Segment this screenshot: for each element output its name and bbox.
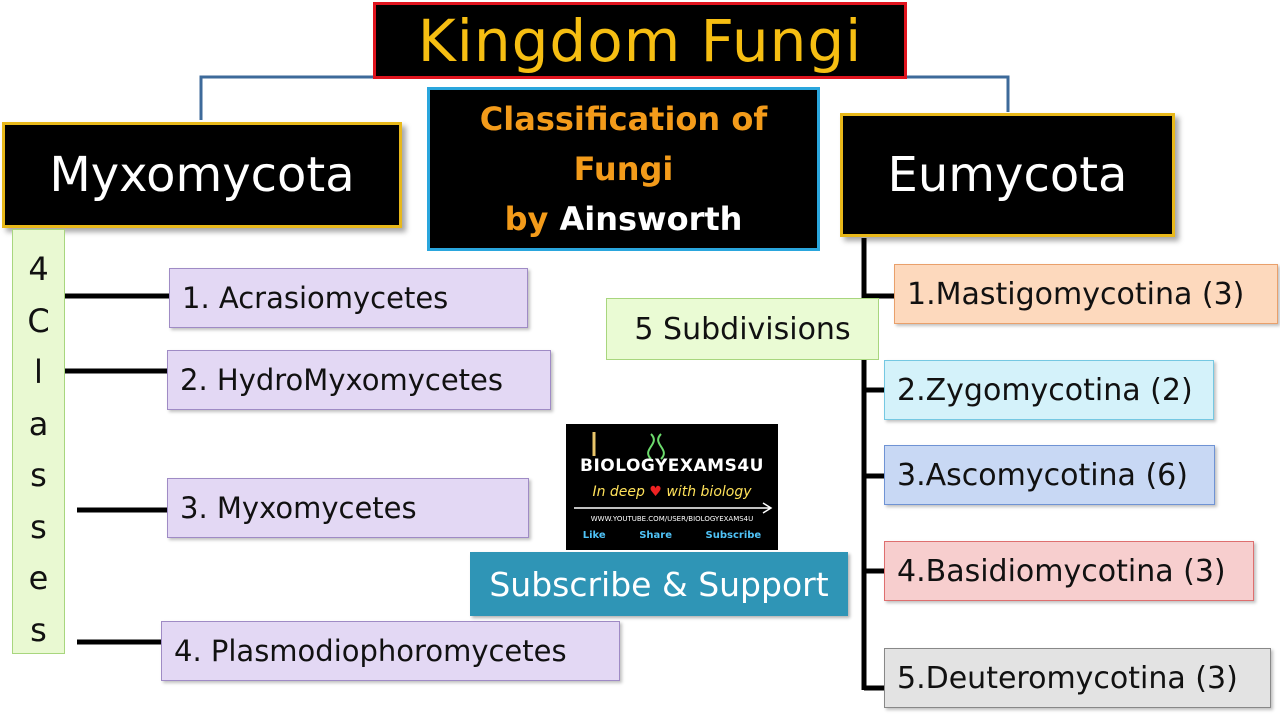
class-myxomycetes: 3. Myxomycetes <box>167 478 529 538</box>
class-hydromyxomycetes: 2. HydroMyxomycetes <box>167 350 551 410</box>
logo-tagline-b: with biology <box>666 484 752 500</box>
subscribe-support-banner[interactable]: Subscribe & Support <box>470 552 848 616</box>
page-title: Kingdom Fungi <box>417 6 863 75</box>
heart-icon: ♥ <box>649 484 662 500</box>
subdivisions-label: 5 Subdivisions <box>606 298 879 360</box>
classes-letter: s <box>30 456 47 494</box>
myxomycota-box: Myxomycota <box>2 122 402 228</box>
classification-line-2: Fungi <box>573 150 674 188</box>
classification-line-1: Classification of <box>479 100 768 138</box>
logo-name: BIOLOGYEXAMS4U <box>580 456 764 476</box>
classification-author: Ainsworth <box>559 200 743 238</box>
logo-tagline: In deep ♥ with biology <box>566 484 778 500</box>
class-acrasiomycetes: 1. Acrasiomycetes <box>169 268 528 328</box>
classes-letter: e <box>28 559 49 597</box>
channel-logo[interactable]: BIOLOGYEXAMS4U In deep ♥ with biology WW… <box>566 424 778 550</box>
classification-line-3: by Ainsworth <box>505 194 743 244</box>
classes-letter: l <box>34 353 43 391</box>
logo-like-link[interactable]: Like <box>582 530 606 541</box>
classes-letter: a <box>28 404 49 443</box>
eumycota-box: Eumycota <box>840 113 1175 237</box>
logo-subscribe-link[interactable]: Subscribe <box>705 530 762 541</box>
classes-letter: C <box>27 301 50 340</box>
subdivision-zygomycotina: 2.Zygomycotina (2) <box>884 360 1214 420</box>
logo-decoration <box>574 432 773 514</box>
title-box: Kingdom Fungi <box>373 2 907 79</box>
subdivision-ascomycotina: 3.Ascomycotina (6) <box>884 445 1215 505</box>
classes-letter: s <box>30 610 47 649</box>
logo-links: Like Share Subscribe <box>566 530 778 541</box>
subdivision-deuteromycotina: 5.Deuteromycotina (3) <box>884 648 1271 708</box>
classification-box: Classification of Fungi by Ainsworth <box>427 87 820 251</box>
classes-letter: 4 <box>28 250 49 288</box>
eumycota-label: Eumycota <box>887 147 1128 203</box>
logo-tagline-a: In deep <box>592 484 645 500</box>
classes-count-label: 4 C l a s s e s <box>12 229 65 654</box>
class-plasmodiophoromycetes: 4. Plasmodiophoromycetes <box>161 621 620 681</box>
classes-letter: s <box>30 507 47 546</box>
dna-icon <box>647 433 665 460</box>
myxomycota-label: Myxomycota <box>49 147 355 203</box>
logo-share-link[interactable]: Share <box>639 530 673 541</box>
subdivision-mastigomycotina: 1.Mastigomycotina (3) <box>894 264 1278 324</box>
subdivision-basidiomycotina: 4.Basidiomycotina (3) <box>884 541 1254 601</box>
classification-by: by <box>504 200 549 238</box>
logo-url: WWW.YOUTUBE.COM/USER/BIOLOGYEXAMS4U <box>590 515 754 523</box>
arrow-head-icon <box>762 502 773 514</box>
